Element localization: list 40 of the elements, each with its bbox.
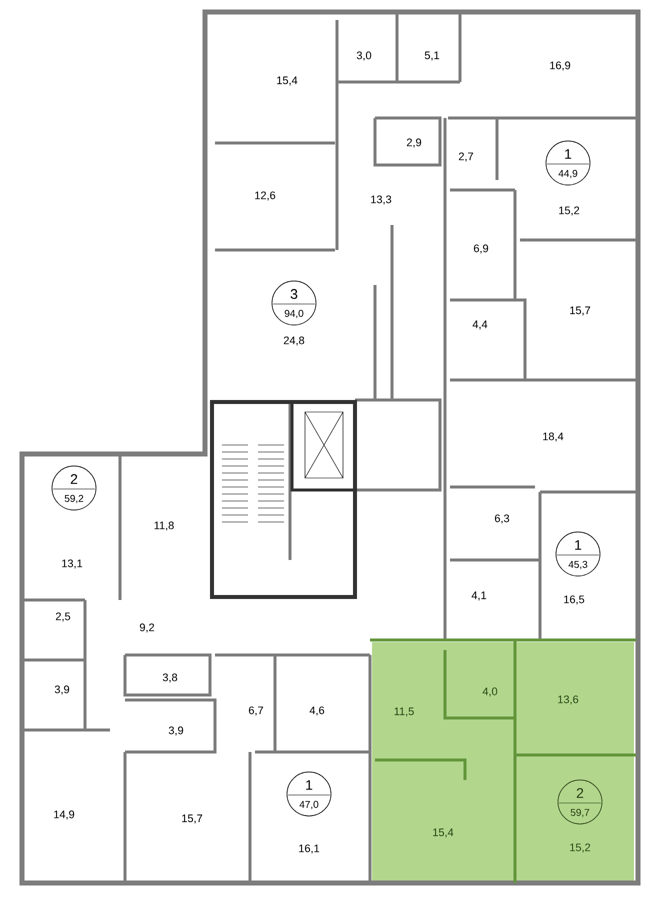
room-area: 15,7 bbox=[182, 814, 202, 824]
room-area: 4,0 bbox=[482, 688, 498, 697]
room-area: 18,4 bbox=[543, 432, 564, 442]
room-area: 4,1 bbox=[472, 592, 486, 600]
room-area: 4,6 bbox=[310, 706, 324, 716]
apartment-badge: 2 59,7 bbox=[558, 780, 602, 824]
apartment-badge: 3 94,0 bbox=[272, 280, 316, 326]
room-area: 3,8 bbox=[162, 674, 178, 683]
room-area: 13,6 bbox=[558, 696, 578, 705]
room-area: 15,2 bbox=[559, 206, 580, 216]
room-area: 15,7 bbox=[570, 306, 590, 316]
room-area: 15,4 bbox=[433, 828, 454, 838]
room-area: 5,1 bbox=[424, 52, 440, 60]
room-area: 16,9 bbox=[550, 62, 570, 71]
room-area: 11,5 bbox=[394, 708, 414, 716]
room-area: 15,2 bbox=[570, 843, 590, 853]
room-area: 9,2 bbox=[140, 624, 154, 633]
apartment-badge: 1 44,9 bbox=[546, 140, 590, 186]
room-area: 12,6 bbox=[255, 192, 276, 201]
room-area: 24,8 bbox=[284, 336, 304, 346]
room-area: 2,9 bbox=[406, 138, 422, 148]
room-area: 6,7 bbox=[248, 706, 264, 716]
room-area: 15,4 bbox=[277, 76, 298, 86]
room-area: 16,5 bbox=[564, 596, 584, 605]
room-area: 16,1 bbox=[299, 844, 320, 854]
room-area: 6,3 bbox=[494, 514, 510, 524]
room-area: 3,9 bbox=[54, 686, 70, 695]
room-area: 6,9 bbox=[474, 244, 488, 254]
room-area: 11,8 bbox=[154, 522, 174, 531]
apartment-badge: 1 45,3 bbox=[556, 532, 600, 576]
room-area: 3,9 bbox=[168, 726, 184, 736]
apartment-badge: 2 59,2 bbox=[52, 466, 96, 510]
room-area: 14,9 bbox=[54, 810, 74, 820]
room-area: 3,0 bbox=[356, 52, 372, 61]
room-area: 4,4 bbox=[472, 320, 488, 330]
room-area: 13,3 bbox=[371, 196, 392, 205]
apartment-badge: 1 47,0 bbox=[286, 772, 332, 816]
room-area: 2,5 bbox=[56, 612, 70, 622]
room-area: 13,1 bbox=[62, 560, 82, 569]
room-area: 2,7 bbox=[458, 152, 474, 162]
